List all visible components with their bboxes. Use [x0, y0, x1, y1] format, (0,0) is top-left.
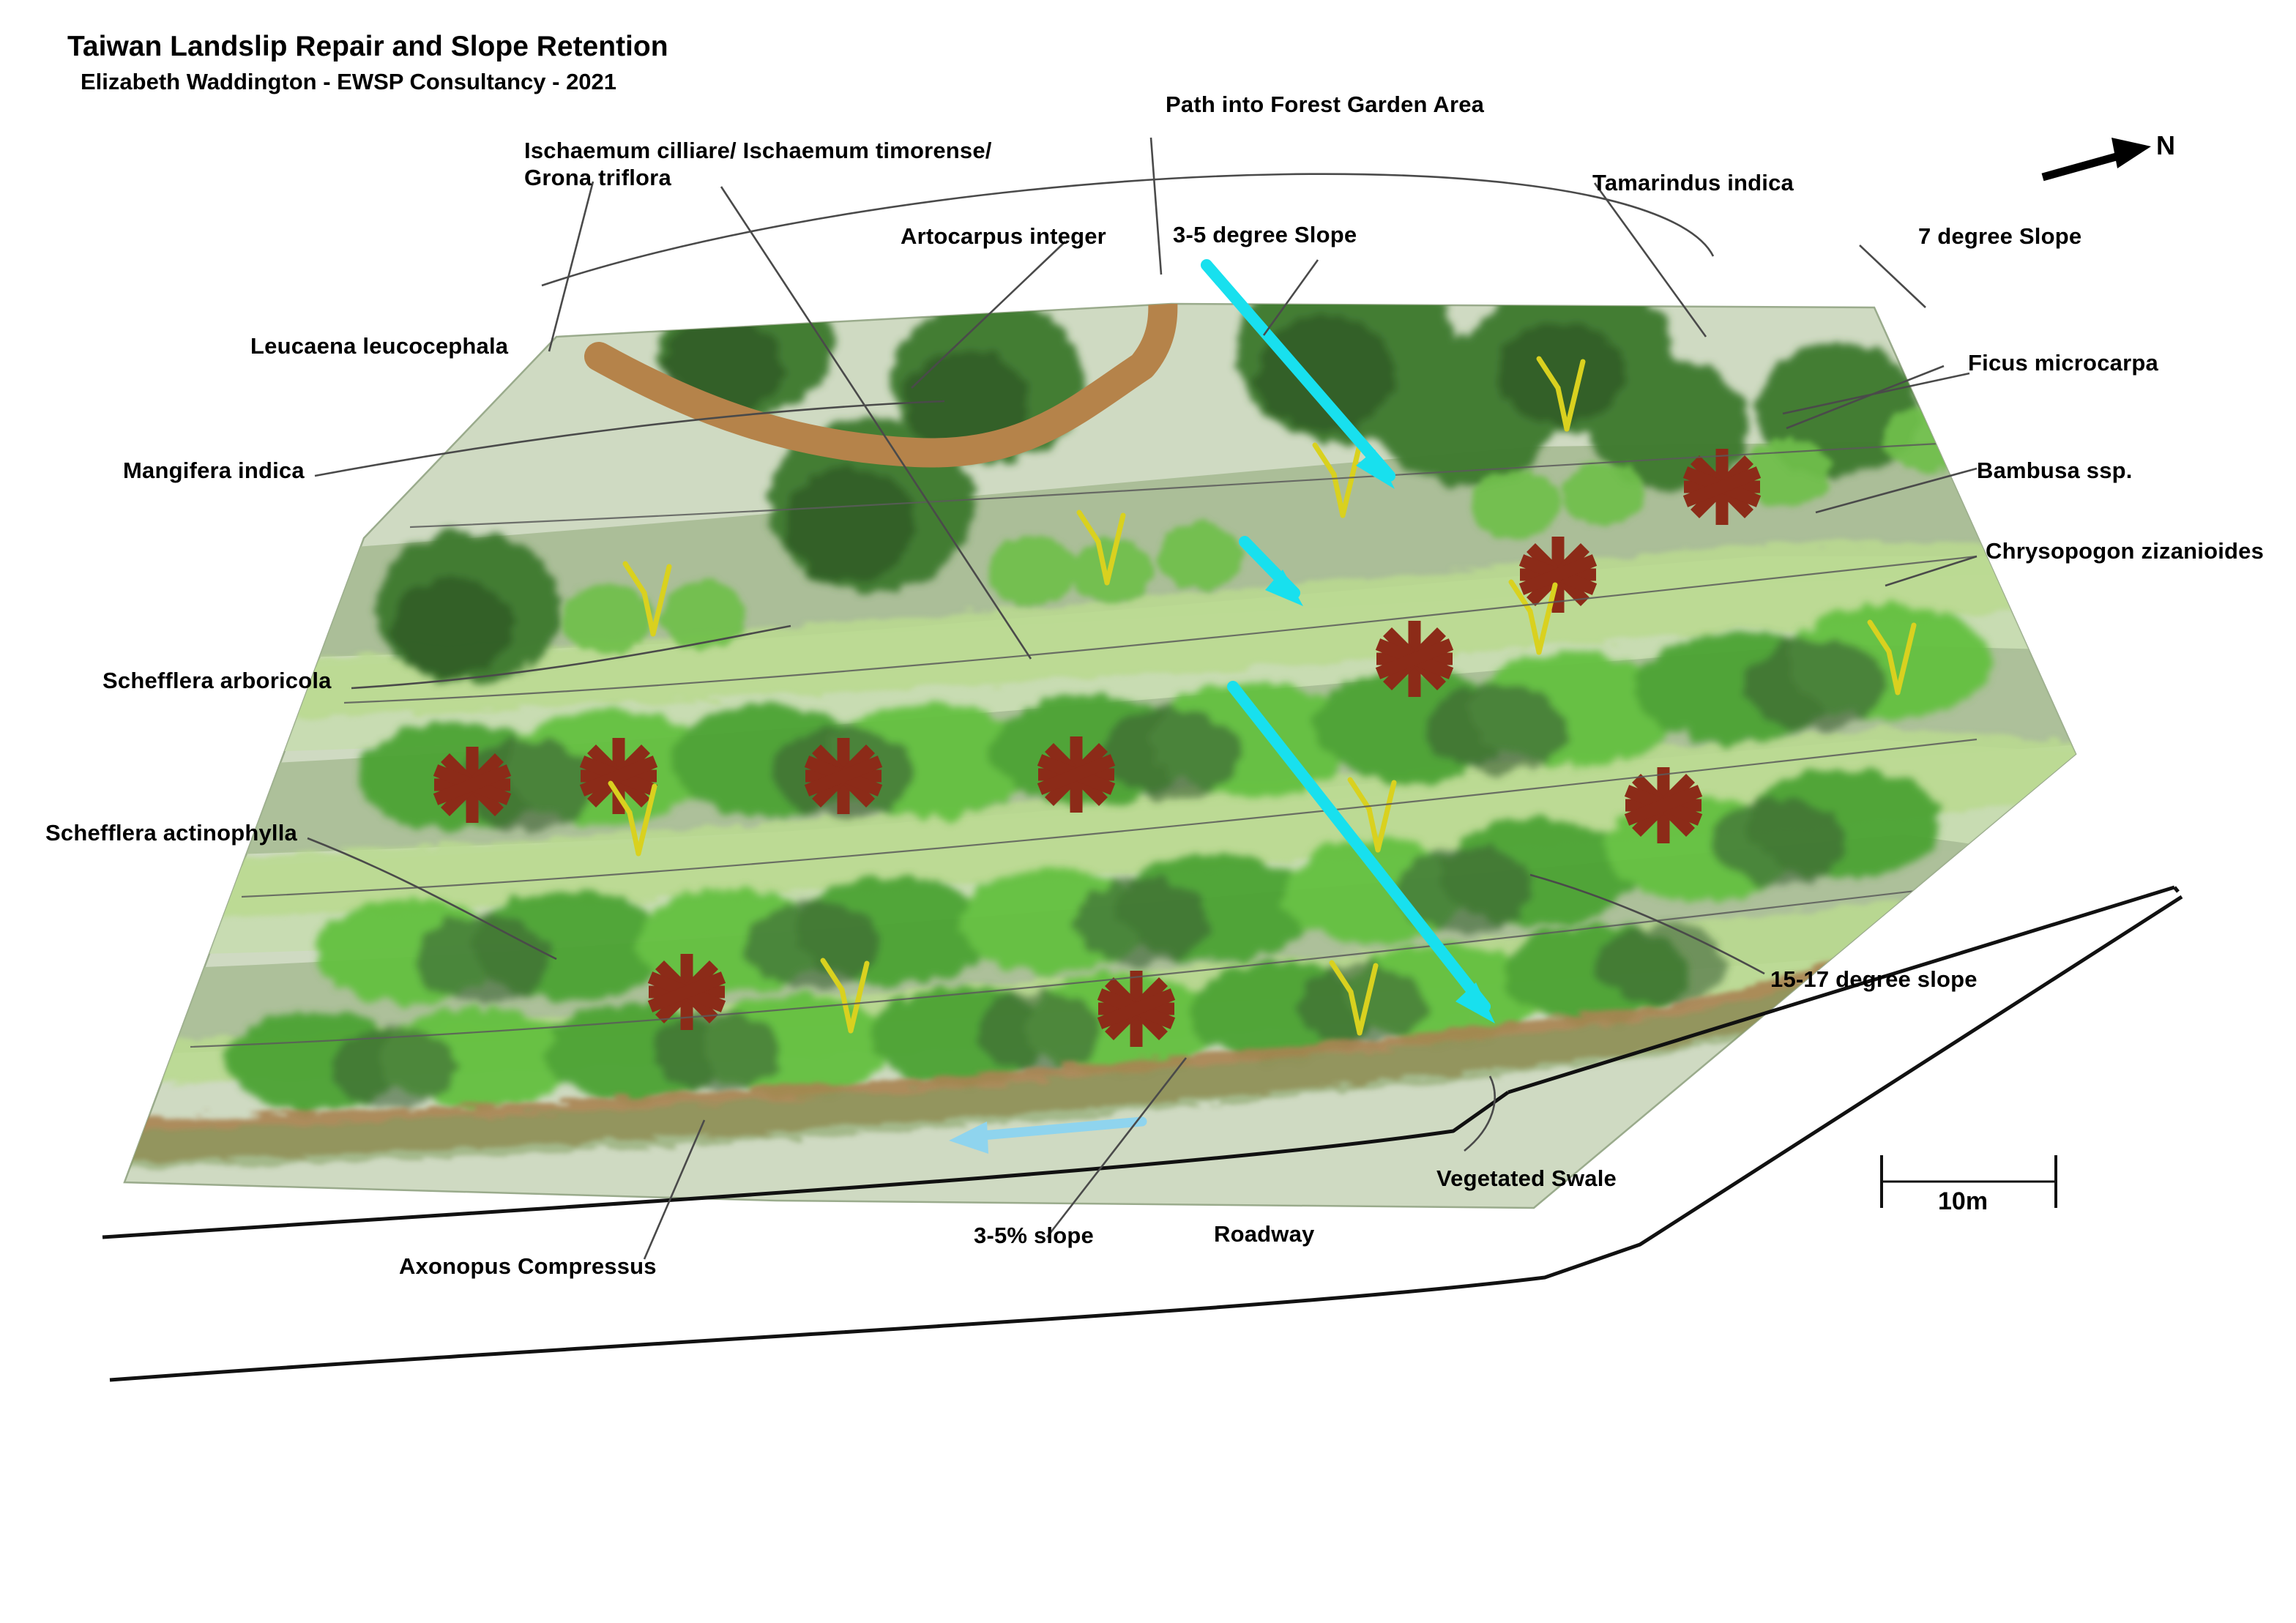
label-tamarindus: Tamarindus indica	[1592, 170, 1794, 195]
label-chrysopogon: Chrysopogon zizanioides	[1986, 538, 2265, 564]
page-title: Taiwan Landslip Repair and Slope Retenti…	[67, 31, 668, 62]
label-mangifera: Mangifera indica	[123, 458, 305, 483]
label-bambusa: Bambusa ssp.	[1977, 458, 2133, 483]
label-schefflera-arboricola: Schefflera arboricola	[102, 668, 332, 693]
roadway-boundary-lines	[102, 885, 2183, 1382]
north-label: N	[2156, 130, 2175, 160]
grass-tufts	[608, 356, 1917, 1036]
swale-flow-arrow	[949, 1116, 1147, 1154]
scale-bar-label: 10m	[1938, 1187, 1988, 1215]
label-ischaemum: Ischaemum cilliare/ Ischaemum timorense/…	[524, 138, 992, 190]
tree-canopies-upper	[376, 304, 1920, 684]
label-schefflera-actinophylla: Schefflera actinophylla	[45, 820, 297, 846]
north-arrow-icon	[2041, 138, 2151, 182]
flow-arrow-3	[1227, 681, 1495, 1023]
label-slope-3-5-percent: 3-5% slope	[974, 1223, 1094, 1248]
label-slope-3-5-degree: 3-5 degree Slope	[1173, 222, 1357, 247]
leader-lines	[307, 137, 1978, 1260]
vetiver-clumps	[433, 449, 1762, 1047]
forest-garden-path	[584, 304, 1178, 468]
flow-arrow-2	[1239, 536, 1303, 606]
label-path-into-forest-garden: Path into Forest Garden Area	[1166, 92, 1485, 117]
page-subtitle: Elizabeth Waddington - EWSP Consultancy …	[81, 69, 617, 94]
flow-arrows	[949, 259, 1495, 1154]
label-slope-7-degree: 7 degree Slope	[1918, 223, 2082, 249]
label-roadway: Roadway	[1214, 1221, 1315, 1247]
label-leucaena: Leucaena leucocephala	[250, 333, 509, 359]
scale-bar	[1880, 1155, 2057, 1208]
label-slope-15-17-degree: 15-17 degree slope	[1770, 966, 1978, 992]
vegetated-swale-strip	[124, 842, 2076, 1168]
terrace-edge-lines	[190, 438, 2021, 1048]
label-axonopus: Axonopus Compressus	[399, 1253, 657, 1279]
label-ficus: Ficus microcarpa	[1968, 350, 2158, 376]
label-artocarpus: Artocarpus integer	[901, 223, 1106, 249]
label-vegetated-swale: Vegetated Swale	[1436, 1165, 1617, 1191]
flow-arrow-1	[1201, 259, 1395, 489]
